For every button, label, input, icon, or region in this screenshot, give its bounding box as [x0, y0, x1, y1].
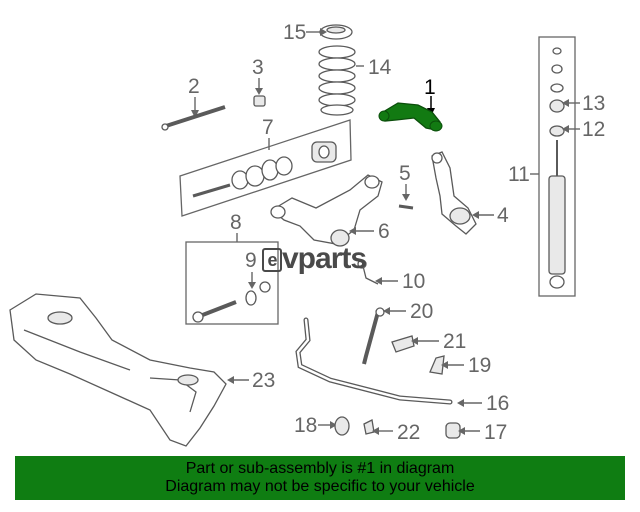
part-15-spring-seat[interactable] — [319, 24, 353, 40]
callout-1: 1 — [424, 76, 436, 99]
callout-7: 7 — [262, 116, 274, 139]
part-14-coil-spring[interactable] — [318, 45, 356, 116]
part-6-lower-control-arm[interactable] — [270, 174, 383, 247]
part-21-bracket[interactable] — [391, 335, 415, 353]
part-3-nut[interactable] — [253, 95, 266, 107]
callout-18: 18 — [294, 414, 317, 437]
callout-19: 19 — [468, 354, 491, 377]
parts-diagram: 15 14 2 3 1 7 — [9, 21, 605, 447]
watermark-brand: vparts — [282, 242, 367, 275]
callout-16: 16 — [486, 392, 509, 415]
part-1-upper-control-arm[interactable] — [378, 102, 443, 132]
part-2-bolt[interactable] — [161, 105, 226, 131]
callout-11: 11 — [508, 163, 530, 186]
watermark-logo: e — [262, 248, 282, 273]
info-banner: Part or sub-assembly is #1 in diagram Di… — [15, 456, 625, 500]
callout-13: 13 — [582, 92, 605, 115]
part-23-crossmember[interactable] — [9, 293, 227, 447]
banner-line-2: Diagram may not be specific to your vehi… — [165, 478, 475, 495]
part-22-clamp[interactable] — [363, 419, 375, 435]
part-16-stabilizer-bar[interactable] — [295, 317, 453, 405]
callout-8: 8 — [230, 211, 242, 234]
callout-6: 6 — [378, 220, 390, 243]
callout-3: 3 — [252, 56, 264, 79]
callout-4: 4 — [497, 204, 509, 227]
callout-21: 21 — [443, 330, 466, 353]
part-10-link[interactable] — [357, 259, 379, 285]
part-17-bushing[interactable] — [445, 422, 461, 439]
callout-12: 12 — [582, 118, 605, 141]
part-11-shock-absorber[interactable] — [538, 36, 576, 297]
part-12-mount[interactable] — [549, 125, 565, 137]
callout-20: 20 — [410, 300, 433, 323]
callout-10: 10 — [402, 270, 425, 293]
callout-23: 23 — [252, 369, 275, 392]
part-7-bushing-kit[interactable] — [179, 119, 352, 217]
part-18-bushing[interactable] — [334, 416, 350, 436]
part-20-stabilizer-link[interactable] — [362, 307, 385, 365]
callout-9: 9 — [245, 249, 257, 272]
callout-17: 17 — [484, 421, 507, 444]
callout-22: 22 — [397, 421, 420, 444]
part-19-bushing[interactable] — [429, 355, 445, 375]
part-9-washer[interactable] — [245, 281, 271, 306]
callout-14: 14 — [368, 56, 392, 79]
part-5-bolt[interactable] — [398, 204, 414, 210]
callout-2: 2 — [188, 75, 200, 98]
part-4-steering-knuckle[interactable] — [431, 151, 477, 235]
part-13-bump-stop[interactable] — [549, 99, 565, 113]
callout-15: 15 — [283, 21, 306, 44]
banner-line-1: Part or sub-assembly is #1 in diagram — [185, 460, 455, 477]
callout-5: 5 — [399, 162, 411, 185]
